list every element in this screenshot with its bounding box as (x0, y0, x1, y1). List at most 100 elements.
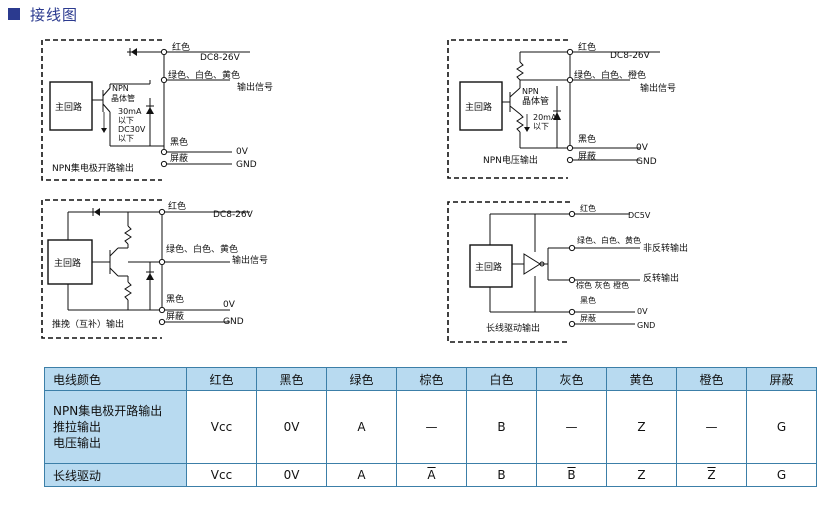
output-signal-label: 输出信号 (640, 82, 676, 94)
current-rating: 30mA (118, 107, 142, 116)
table-cell: Z (606, 463, 677, 487)
header-black: 黑色 (256, 367, 327, 391)
transistor-label: 晶体管 (111, 93, 135, 103)
main-circuit-block (49, 81, 93, 131)
diagram-push-pull: 主回路 红色 DC8-26V 绿色、白色、黄色 输出信号 黑色 0V (41, 199, 268, 339)
row-label-line-driver: 长线驱动 (44, 463, 187, 487)
header-shield: 屏蔽 (746, 367, 817, 391)
signal-wire-colors: 绿色、白色、黄色 (166, 243, 238, 255)
non-inverted-output-label: 非反转输出 (643, 242, 688, 254)
voltage-rating: DC30V (118, 125, 146, 134)
line-driver-icon (523, 253, 541, 275)
gnd-label: GND (636, 157, 657, 167)
wire-shield-label: 屏蔽 (578, 150, 596, 162)
table-cell: B (466, 390, 537, 464)
table-row: NPN集电极开路输出 推拉输出 电压输出 Vcc 0V A — B — Z — … (44, 390, 817, 464)
main-circuit-label: 主回路 (55, 101, 82, 113)
header-brown: 棕色 (396, 367, 467, 391)
header-gray: 灰色 (536, 367, 607, 391)
table-cell: B (466, 463, 537, 487)
wire-color-table: 电线颜色 红色 黑色 绿色 棕色 白色 灰色 黄色 橙色 屏蔽 NPN集电极开路… (44, 367, 817, 487)
diagram-npn-open-collector: 主回路 红色 DC8-26V 绿色、白色、黄色 输出信号 黑色 (41, 39, 273, 181)
table-cell: G (746, 390, 817, 464)
table-cell: 0V (256, 463, 327, 487)
main-circuit-label: 主回路 (475, 261, 502, 273)
current-rating: 20mA (533, 113, 557, 122)
wire-black-label: 黑色 (170, 136, 188, 148)
table-cell: A (326, 390, 397, 464)
section-header: 接线图 (8, 4, 78, 24)
main-circuit-label: 主回路 (54, 257, 81, 269)
signal-wire-colors: 绿色、白色、黄色 (577, 235, 641, 245)
output-signal-label: 输出信号 (237, 81, 273, 93)
signal-wire-colors: 绿色、白色、黄色 (168, 69, 240, 81)
current-le: 以下 (118, 116, 134, 125)
main-circuit-block (469, 244, 513, 288)
diode-icon (131, 48, 137, 56)
main-circuit-block (459, 81, 503, 131)
table-header-row: 电线颜色 红色 黑色 绿色 棕色 白色 灰色 黄色 橙色 屏蔽 (44, 367, 817, 391)
wire-red-label: 红色 (580, 203, 596, 213)
diagram-title: NPN电压输出 (483, 154, 538, 166)
header-red: 红色 (186, 367, 257, 391)
diagram-title: 长线驱动输出 (486, 322, 540, 334)
wire-shield-label: 屏蔽 (166, 310, 184, 322)
zero-volt-label: 0V (223, 300, 236, 310)
supply-voltage: DC8-26V (213, 210, 254, 220)
diagram-title: 推挽（互补）输出 (52, 318, 124, 330)
table-cell: 0V (256, 390, 327, 464)
table-row: 长线驱动 Vcc 0V A A B B Z Z G (44, 463, 817, 487)
header-green: 绿色 (326, 367, 397, 391)
table-cell: A (326, 463, 397, 487)
voltage-le: 以下 (118, 134, 134, 143)
transistor-type: NPN (112, 84, 129, 93)
table-cell: Vcc (186, 463, 257, 487)
output-signal-label: 输出信号 (232, 254, 268, 266)
diagram-line-driver: 主回路 红色 DC5V 绿色、白色、黄色 非反转输出 棕色 灰色 橙色 反转输出… (447, 201, 688, 343)
wire-shield-label: 屏蔽 (170, 152, 188, 164)
header-wire-color: 电线颜色 (44, 367, 187, 391)
supply-voltage: DC5V (628, 211, 651, 220)
gnd-label: GND (223, 317, 244, 327)
wire-black-label: 黑色 (578, 133, 596, 145)
wire-red-label: 红色 (172, 41, 190, 53)
zero-volt-label: 0V (636, 143, 649, 153)
supply-voltage: DC8-26V (200, 53, 241, 63)
wire-shield-label: 屏蔽 (580, 313, 596, 323)
table-cell: — (396, 390, 467, 464)
inverted-output-label: 反转输出 (643, 272, 679, 284)
diode-icon (94, 208, 100, 216)
transistor-type: NPN (522, 87, 539, 96)
table-cell-inverted: B (536, 463, 607, 487)
main-circuit-label: 主回路 (465, 101, 492, 113)
table-cell-inverted: A (396, 463, 467, 487)
header-white: 白色 (466, 367, 537, 391)
wire-black-label: 黑色 (580, 295, 596, 305)
table-cell: Vcc (186, 390, 257, 464)
row-label-line: 推拉输出 (53, 420, 102, 434)
wire-red-label: 红色 (168, 200, 186, 212)
table-cell: G (746, 463, 817, 487)
transistor-label: 晶体管 (522, 95, 549, 107)
zero-volt-label: 0V (637, 307, 648, 316)
gnd-label: GND (236, 160, 257, 170)
table-cell-inverted: Z (676, 463, 747, 487)
gnd-label: GND (637, 321, 655, 330)
row-label-line: NPN集电极开路输出 (53, 404, 163, 418)
wire-black-label: 黑色 (166, 293, 184, 305)
header-yellow: 黄色 (606, 367, 677, 391)
row-label-npn: NPN集电极开路输出 推拉输出 电压输出 (44, 390, 187, 464)
row-label-line: 电压输出 (53, 436, 102, 450)
table-cell: — (536, 390, 607, 464)
diagram-title: NPN集电极开路输出 (52, 162, 134, 174)
table-cell: Z (606, 390, 677, 464)
header-orange: 橙色 (676, 367, 747, 391)
wire-red-label: 红色 (578, 41, 596, 53)
signal-wire-colors: 绿色、白色、橙色 (574, 69, 646, 81)
supply-voltage: DC8-26V (610, 51, 651, 61)
diagram-npn-voltage: 主回路 红色 DC8-26V 绿色、白色、橙色 输出信号 黑色 0V 屏蔽 GN… (447, 39, 676, 179)
wiring-diagrams: 主回路 红色 DC8-26V 绿色、白色、黄色 输出信号 黑色 (41, 39, 688, 343)
inverted-wire-colors: 棕色 灰色 橙色 (576, 280, 629, 290)
section-title: 接线图 (30, 5, 79, 24)
zero-volt-label: 0V (236, 147, 249, 157)
